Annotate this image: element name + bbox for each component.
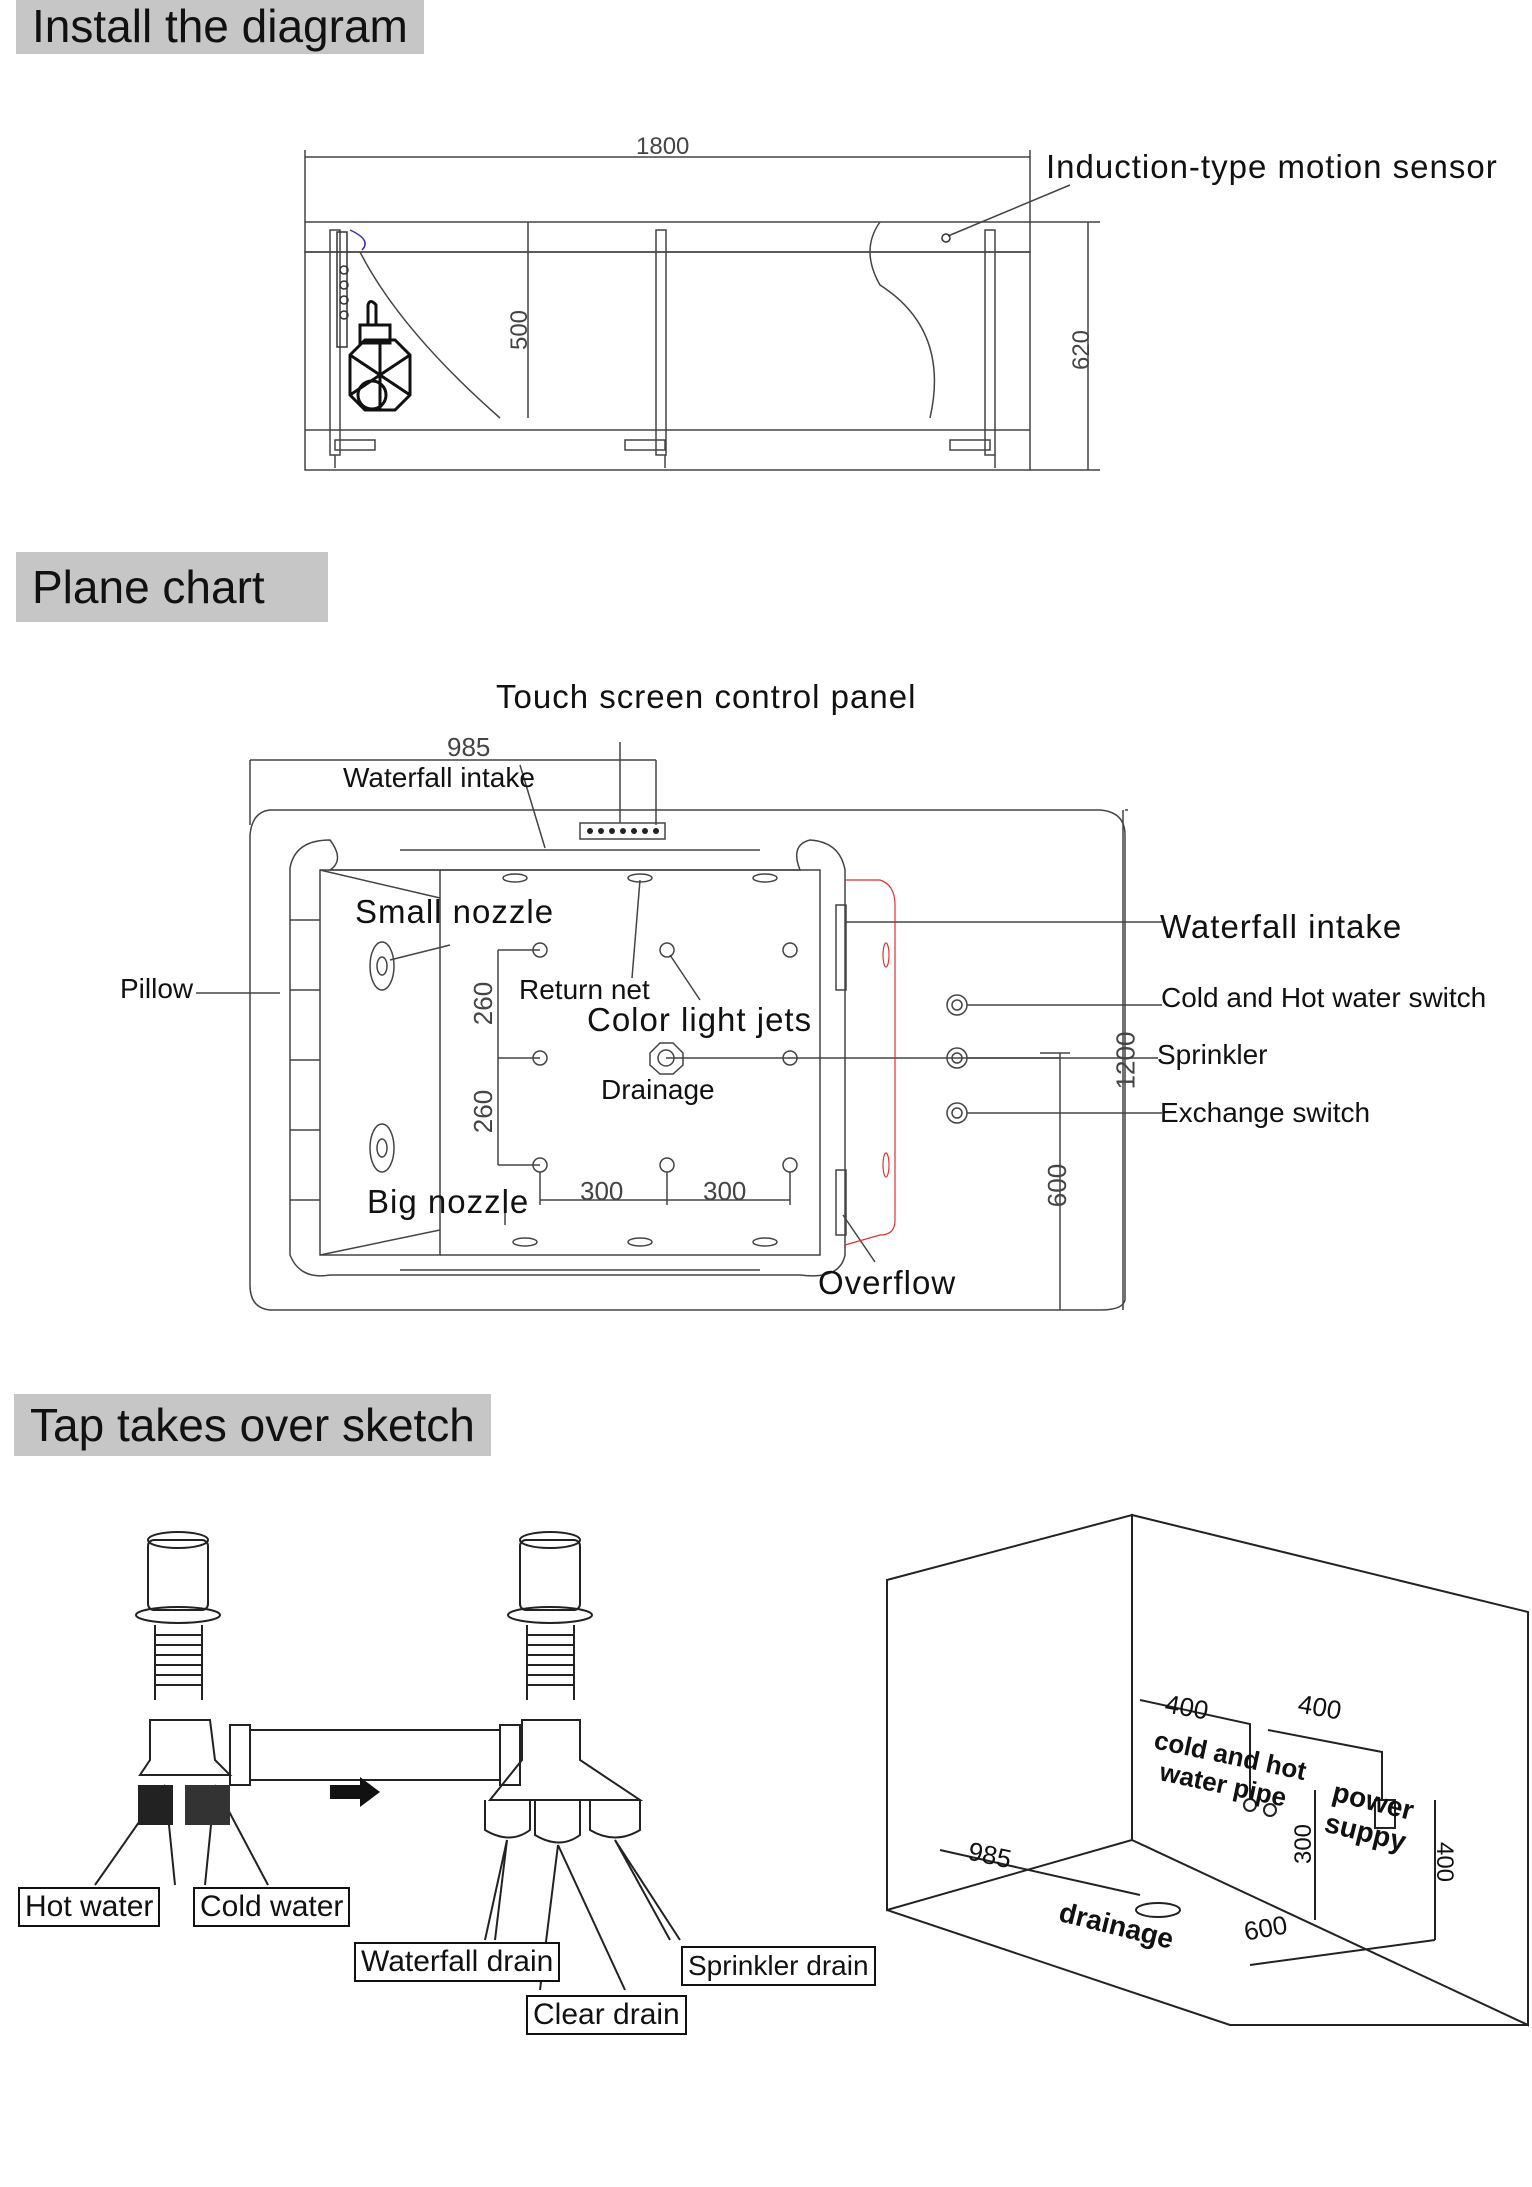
clear-drain-label: Clear drain bbox=[526, 1995, 687, 2035]
room-dim-400-c: 400 bbox=[1431, 1841, 1459, 1883]
waterfall-drain-label: Waterfall drain bbox=[354, 1942, 561, 1982]
small-nozzle-label: Small nozzle bbox=[355, 893, 555, 930]
dim-300-a: 300 bbox=[580, 1176, 624, 1206]
return-net-label: Return net bbox=[519, 974, 650, 1005]
touch-panel-label: Touch screen control panel bbox=[496, 678, 917, 715]
section-title-tap: Tap takes over sketch bbox=[14, 1394, 491, 1456]
waterfall-intake-right-label: Waterfall intake bbox=[1160, 908, 1403, 945]
waterfall-intake-top-label: Waterfall intake bbox=[343, 762, 535, 793]
drainage-label: Drainage bbox=[601, 1074, 715, 1105]
big-nozzle-label: Big nozzle bbox=[367, 1183, 530, 1220]
section-title-install: Install the diagram bbox=[16, 0, 424, 54]
dim-260-a: 260 bbox=[468, 981, 499, 1026]
overflow-label: Overflow bbox=[818, 1264, 957, 1301]
cold-water-label: Cold water bbox=[193, 1887, 351, 1927]
sprinkler-label: Sprinkler bbox=[1157, 1039, 1268, 1070]
plane-chart-drawing bbox=[196, 742, 1162, 1311]
dim-1200: 1200 bbox=[1110, 1031, 1141, 1090]
exchange-switch-label: Exchange switch bbox=[1160, 1097, 1371, 1128]
pump-icon bbox=[348, 300, 412, 412]
dim-620: 620 bbox=[1068, 329, 1096, 371]
dim-985-plane: 985 bbox=[447, 732, 491, 762]
room-dim-300: 300 bbox=[1290, 1823, 1318, 1865]
pillow-label: Pillow bbox=[120, 973, 194, 1004]
dim-1800: 1800 bbox=[636, 133, 690, 160]
install-elevation-drawing bbox=[304, 150, 1100, 471]
color-light-jets-label: Color light jets bbox=[587, 1001, 813, 1038]
dim-300-b: 300 bbox=[703, 1176, 747, 1206]
hot-water-label: Hot water bbox=[18, 1887, 161, 1927]
section-title-plane: Plane chart bbox=[16, 552, 328, 622]
dim-600-plane: 600 bbox=[1042, 1163, 1073, 1208]
room-install-drawing bbox=[886, 1513, 1529, 2027]
sprinkler-drain-label: Sprinkler drain bbox=[681, 1946, 876, 1986]
tap-sketch-drawing bbox=[94, 1531, 681, 1991]
cold-hot-switch-label: Cold and Hot water switch bbox=[1161, 982, 1487, 1013]
dim-260-b: 260 bbox=[468, 1089, 499, 1134]
dim-500: 500 bbox=[506, 309, 534, 351]
sensor-label: Induction-type motion sensor bbox=[1046, 148, 1498, 185]
